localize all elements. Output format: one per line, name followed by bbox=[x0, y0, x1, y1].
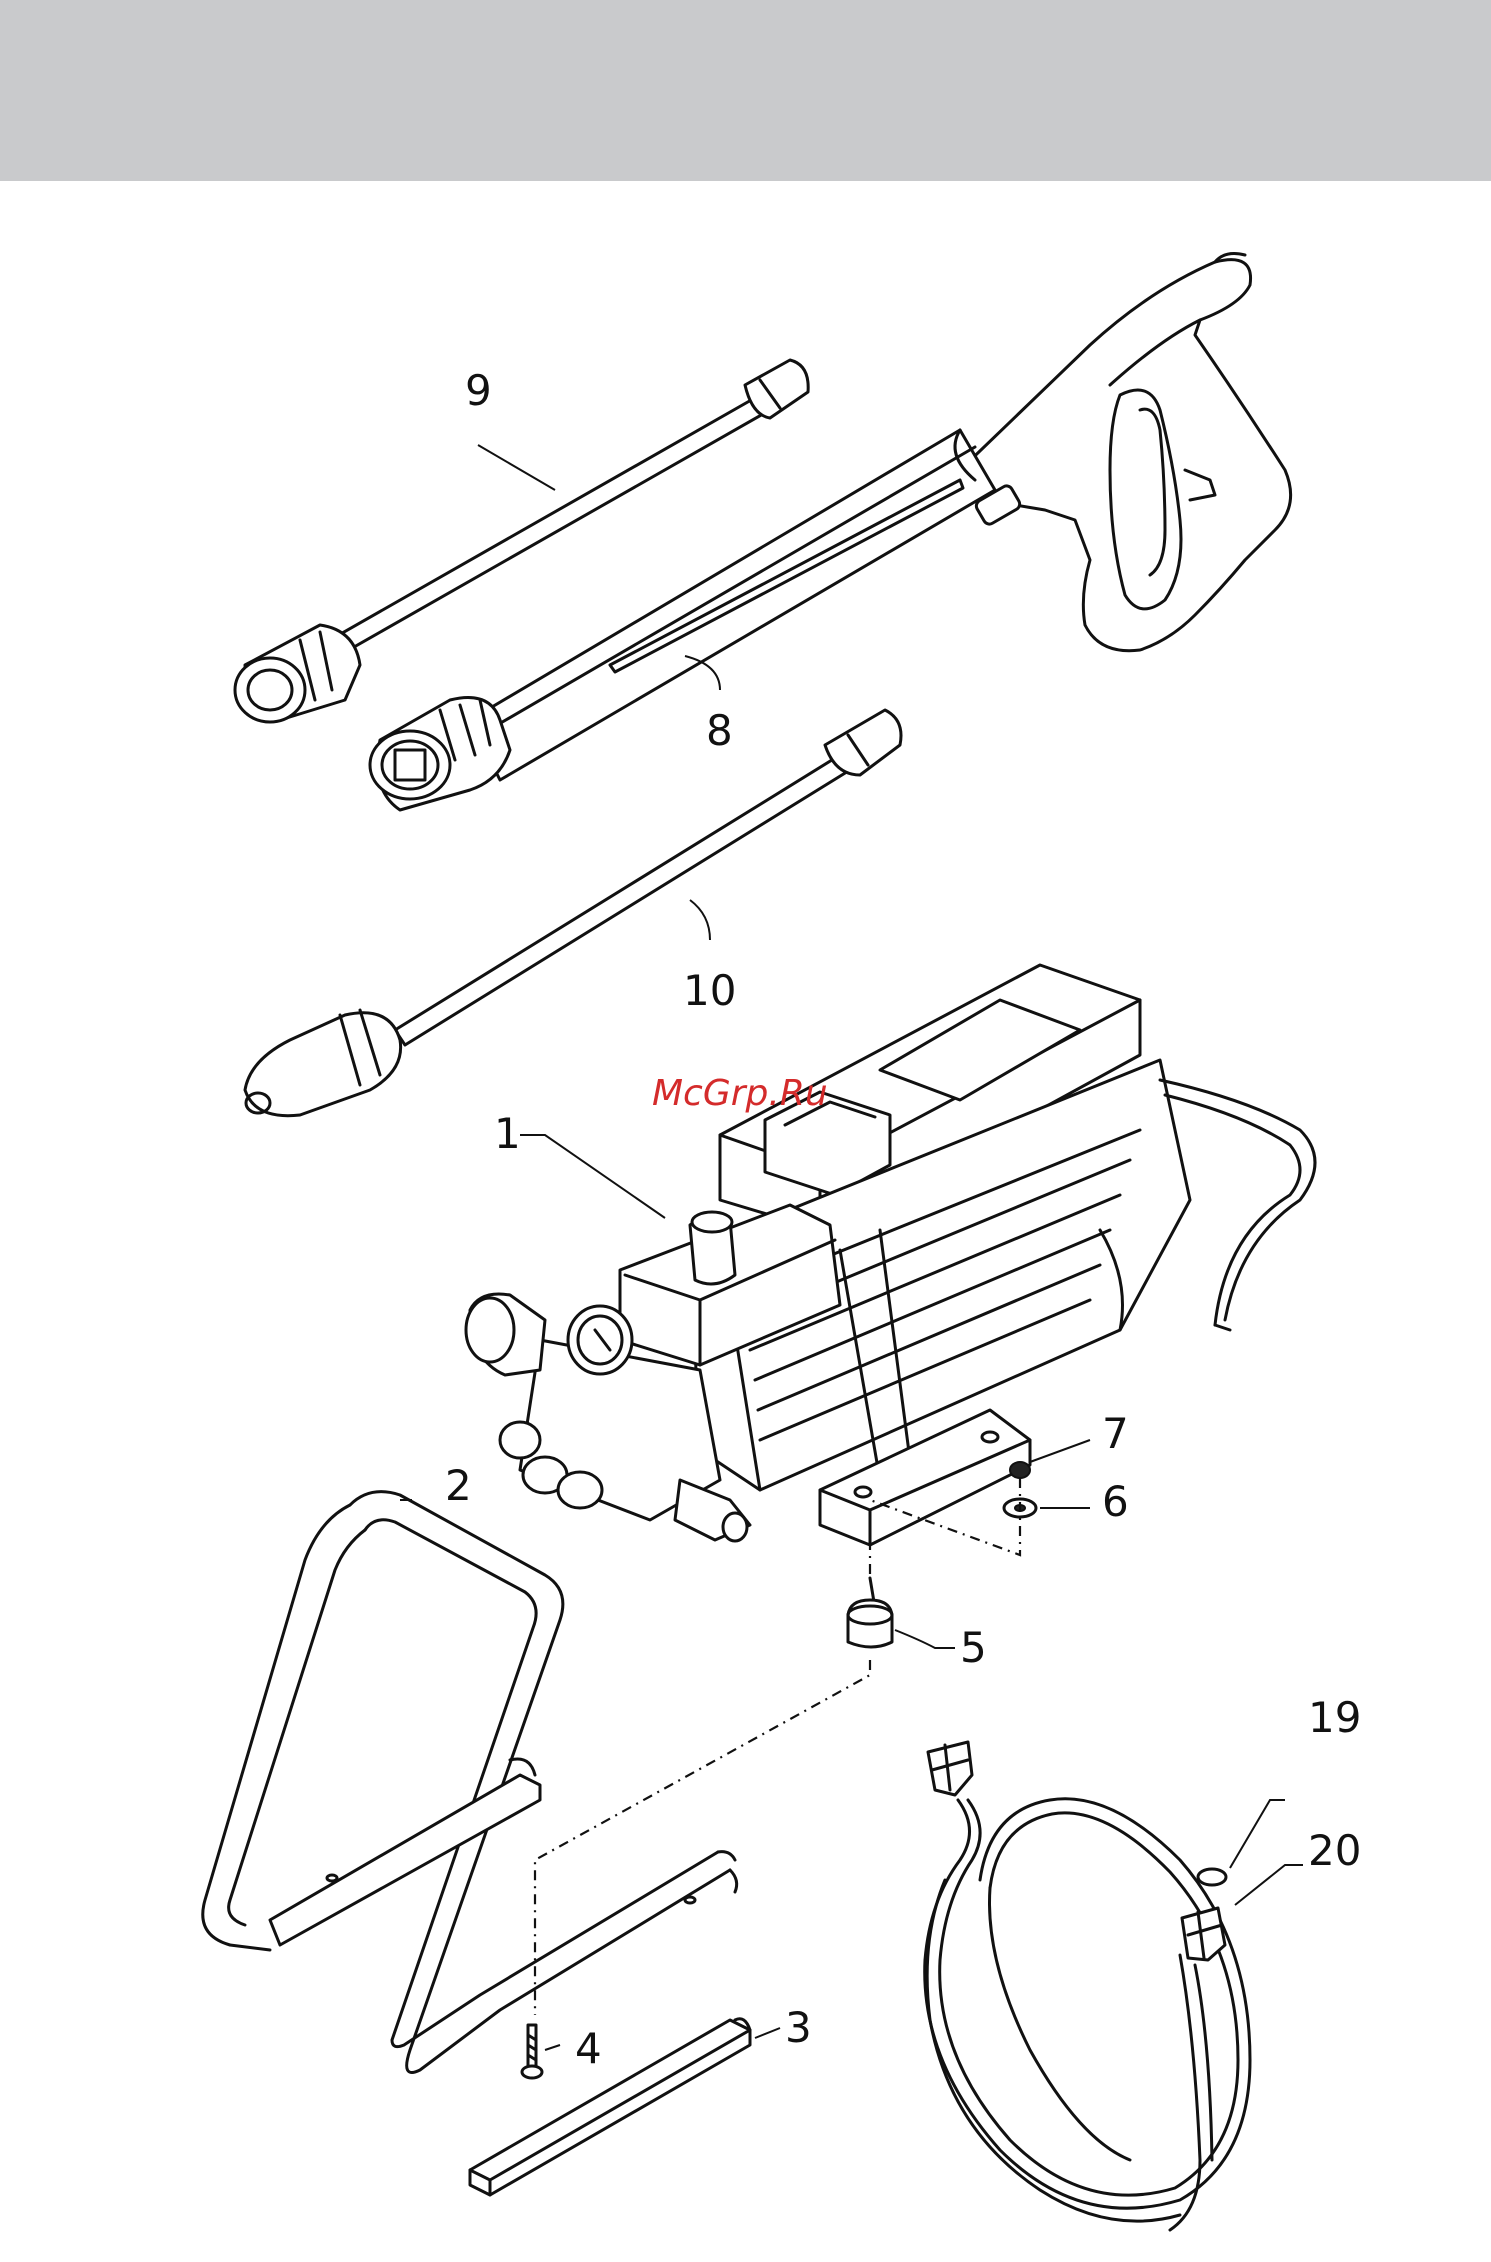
spray-gun-part-8 bbox=[370, 254, 1291, 810]
motor-pump-part-1 bbox=[466, 965, 1315, 1545]
nut-part-7 bbox=[1010, 1462, 1030, 1478]
screw-part-4 bbox=[522, 2025, 542, 2078]
callout-10: 10 bbox=[683, 966, 736, 1015]
o-ring-part-19 bbox=[1198, 1869, 1226, 1885]
extension-lance-part-9 bbox=[235, 360, 808, 722]
frame-part-2 bbox=[203, 1492, 737, 2073]
callout-7: 7 bbox=[1102, 1409, 1129, 1458]
callout-5: 5 bbox=[960, 1623, 987, 1672]
callout-4: 4 bbox=[575, 2024, 602, 2073]
callout-2: 2 bbox=[445, 1461, 472, 1510]
skid-part-3 bbox=[470, 2019, 750, 2195]
callout-3: 3 bbox=[785, 2003, 812, 2052]
callout-20: 20 bbox=[1308, 1826, 1361, 1875]
hose-part-20 bbox=[925, 1742, 1250, 2230]
rubber-foot-part-5 bbox=[848, 1578, 892, 1647]
callout-9: 9 bbox=[465, 366, 492, 415]
nozzle-lance-part-10 bbox=[245, 710, 901, 1116]
callout-8: 8 bbox=[706, 706, 733, 755]
callout-6: 6 bbox=[1102, 1477, 1129, 1526]
callout-1: 1 bbox=[494, 1109, 521, 1158]
callout-19: 19 bbox=[1308, 1693, 1361, 1742]
watermark-text: McGrp.Ru bbox=[652, 1073, 828, 1114]
